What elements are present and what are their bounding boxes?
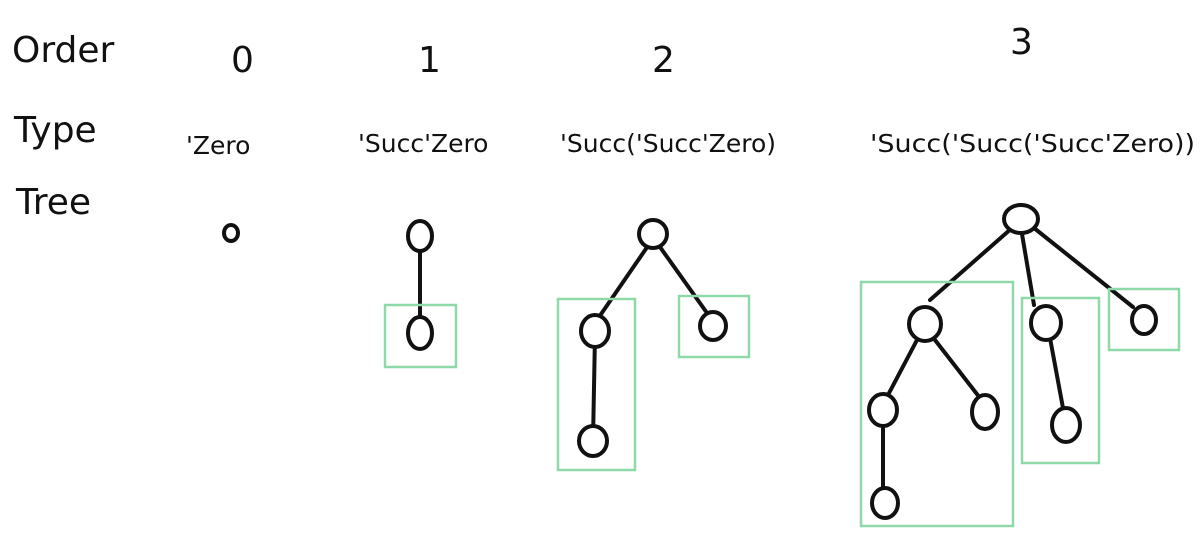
subtree-box <box>677 294 751 359</box>
tree-node <box>1029 304 1063 342</box>
type-2-label: 'Succ('Succ'Zero) <box>560 129 776 158</box>
type-0-label: 'Zero <box>186 131 250 160</box>
tree-edge <box>591 333 597 442</box>
subtree-box <box>1020 296 1101 465</box>
subtree-box <box>383 303 458 369</box>
tree-node <box>406 315 434 351</box>
tree-edge <box>886 338 919 397</box>
tree-node <box>222 223 240 243</box>
tree-edge <box>653 238 714 322</box>
tree-node <box>870 486 900 520</box>
tree-node <box>1002 203 1040 235</box>
subtree-box <box>556 297 637 472</box>
order-0-label: 0 <box>231 40 254 81</box>
tree-order-1 <box>383 219 458 369</box>
tree-edge <box>928 226 1014 302</box>
tree-edge <box>595 238 654 322</box>
order-3-label: 3 <box>1010 22 1033 63</box>
tree-edge <box>933 338 982 400</box>
type-1-label: 'Succ'Zero <box>358 129 488 158</box>
order-1-label: 1 <box>418 40 441 81</box>
order-row-label: Order <box>12 30 115 71</box>
order-2-label: 2 <box>652 40 675 81</box>
tree-node <box>579 313 611 349</box>
tree-node <box>867 392 899 428</box>
tree-node <box>907 305 943 343</box>
tree-order-3 <box>859 203 1181 528</box>
type-row-label: Type <box>13 110 97 151</box>
tree-node <box>577 424 609 458</box>
tree-node <box>406 219 434 253</box>
tree-node <box>698 310 728 342</box>
tree-order-0 <box>222 223 240 243</box>
tree-node <box>970 393 1000 431</box>
subtree-box <box>859 280 1015 528</box>
tree-edge <box>1020 232 1036 307</box>
type-3-label: 'Succ('Succ('Succ'Zero)) <box>870 129 1195 158</box>
tree-edge <box>1032 226 1135 309</box>
subtree-box <box>1107 287 1181 352</box>
tree-node <box>1050 406 1082 444</box>
tree-node <box>637 218 669 250</box>
tree-edge <box>1048 336 1065 410</box>
tree-node <box>1130 304 1158 336</box>
tree-row-label: Tree <box>15 182 91 223</box>
tree-order-2 <box>556 218 751 472</box>
